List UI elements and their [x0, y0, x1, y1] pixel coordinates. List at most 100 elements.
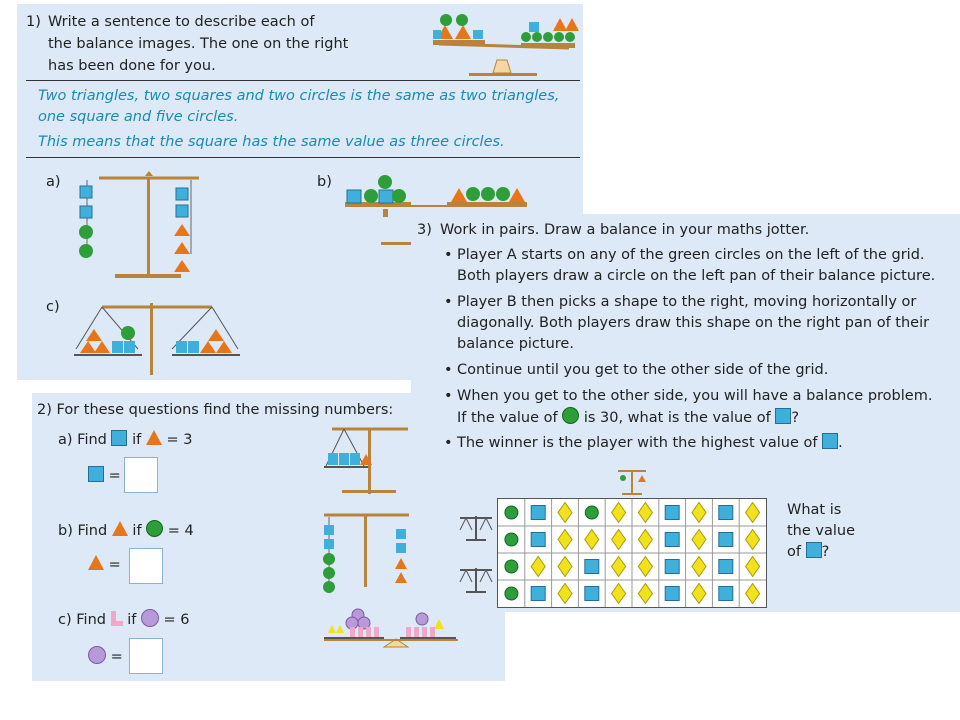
bullet-4-text-c: ? [791, 410, 800, 426]
q2a-letter: a) [58, 432, 73, 448]
grid-cell-diamond[interactable] [744, 582, 761, 605]
balance-q2b-image [323, 513, 409, 593]
grid-cell-diamond[interactable] [530, 555, 546, 578]
grid-cell-diamond[interactable] [557, 528, 573, 551]
grid-cell-diamond[interactable] [637, 501, 654, 524]
example-balance-image [433, 14, 579, 76]
balance-q2a-image [324, 427, 408, 494]
grid-cell-square[interactable] [718, 532, 734, 547]
grid-cell-square[interactable] [530, 505, 546, 520]
q1-part-b: b) [317, 174, 332, 190]
q1-part-a: a) [46, 174, 61, 190]
grid-cell-diamond[interactable] [691, 582, 707, 605]
smiley-icon [140, 609, 159, 627]
q2c-answer-row: = [88, 646, 123, 667]
q2a-answer-row: = [88, 466, 121, 486]
q2b-letter: b) [58, 523, 73, 539]
square-icon [805, 542, 822, 558]
square-icon [111, 430, 128, 446]
bullet-4-text-b: is 30, what is the value of [583, 410, 771, 426]
grid-cell-diamond[interactable] [584, 528, 600, 551]
grid-cell-diamond[interactable] [637, 555, 654, 578]
small-balance-icon [618, 470, 646, 495]
q2a-label: a) Find if = 3 [58, 430, 192, 450]
grid-cell-square[interactable] [664, 505, 680, 520]
q2a-answer-eq: = [108, 468, 121, 484]
grid-cell-diamond[interactable] [557, 582, 573, 605]
grid-cell-diamond[interactable] [557, 555, 573, 578]
bullet-1-line-1: Player A starts on any of the green circ… [457, 247, 925, 263]
grid-cell-diamond[interactable] [691, 528, 707, 551]
grid-cell-diamond[interactable] [637, 582, 654, 605]
balance-b-image [345, 175, 527, 245]
bullet-2: • [444, 294, 453, 310]
grid-cell-diamond[interactable] [637, 528, 654, 551]
grid-cell-circle[interactable] [584, 505, 599, 520]
q2c-find: Find [76, 612, 106, 628]
bullet-1-line-2: Both players draw a circle on the left p… [457, 268, 936, 284]
grid-cell-circle[interactable] [504, 559, 519, 574]
grid-cell-square[interactable] [530, 532, 546, 547]
grid-cell-square[interactable] [718, 559, 734, 574]
q1-example-2: one square and five circles. [38, 109, 239, 125]
grid-cell-diamond[interactable] [610, 528, 627, 551]
q2b-eq: = 4 [167, 523, 194, 539]
grid-cell-square[interactable] [718, 505, 734, 520]
q1-part-c: c) [46, 299, 60, 315]
balance-c-image [74, 303, 240, 375]
grid-cell-square[interactable] [664, 586, 680, 601]
q1-number: 1) [26, 14, 41, 30]
grid-cell-diamond[interactable] [691, 501, 707, 524]
grid-cell-square[interactable] [718, 586, 734, 601]
triangle-icon [111, 521, 128, 536]
grid-cell-diamond[interactable] [610, 501, 627, 524]
balance-a-image [79, 171, 199, 278]
q1-line-3: has been done for you. [48, 58, 216, 74]
bullet-5: • [444, 435, 453, 451]
grid-cell-diamond[interactable] [610, 582, 627, 605]
grid-cell-square[interactable] [530, 586, 546, 601]
grid-cell-square[interactable] [664, 532, 680, 547]
q1-line-2: the balance images. The one on the right [48, 36, 349, 52]
bullet-2-line-1: Player B then picks a shape to the right… [457, 294, 917, 310]
q2c-label: c) Find if = 6 [58, 609, 190, 630]
q2b-answer-box[interactable] [129, 548, 163, 584]
grid-cell-diamond[interactable] [744, 528, 761, 551]
triangle-icon [88, 555, 104, 570]
grid-cell-diamond[interactable] [691, 555, 707, 578]
q3-number: 3) [417, 222, 432, 238]
small-balance-icon [459, 568, 493, 593]
triangle-icon [145, 430, 162, 445]
grid-cell-diamond[interactable] [744, 555, 761, 578]
grid-cell-diamond[interactable] [610, 555, 627, 578]
q1-example-1: Two triangles, two squares and two circl… [38, 88, 560, 104]
grid-cell-diamond[interactable] [557, 501, 573, 524]
side-question: ? [821, 544, 830, 560]
grid-cell-square[interactable] [584, 559, 600, 574]
side-line-3: of ? [787, 542, 829, 562]
bullet-3-line-1: Continue until you get to the other side… [457, 362, 829, 378]
grid-cell-diamond[interactable] [744, 501, 761, 524]
circle-icon [562, 407, 580, 424]
grid-cell-square[interactable] [664, 559, 680, 574]
square-icon [822, 433, 839, 449]
q2c-answer-box[interactable] [129, 638, 163, 674]
grid-cell-square[interactable] [584, 586, 600, 601]
bullet-4: • [444, 388, 453, 404]
l-shape-icon [110, 611, 123, 626]
q2a-find: Find [77, 432, 107, 448]
q2a-answer-box[interactable] [124, 457, 158, 493]
q2-title: 2) For these questions find the missing … [37, 402, 394, 418]
side-line-2: the value [787, 523, 856, 539]
circle-icon [146, 520, 164, 537]
q2b-answer-eq: = [108, 557, 121, 573]
grid-cell-circle[interactable] [504, 532, 519, 547]
grid-cell-circle[interactable] [504, 505, 519, 520]
q2a-eq: = 3 [166, 432, 193, 448]
card-question-1: 1) Write a sentence to describe each of … [17, 4, 583, 380]
divider [26, 80, 580, 81]
bullet-4-text-a: If the value of [457, 410, 558, 426]
q2c-if: if [127, 612, 137, 628]
grid-cell-circle[interactable] [504, 586, 519, 601]
side-line-1: What is [787, 502, 842, 518]
